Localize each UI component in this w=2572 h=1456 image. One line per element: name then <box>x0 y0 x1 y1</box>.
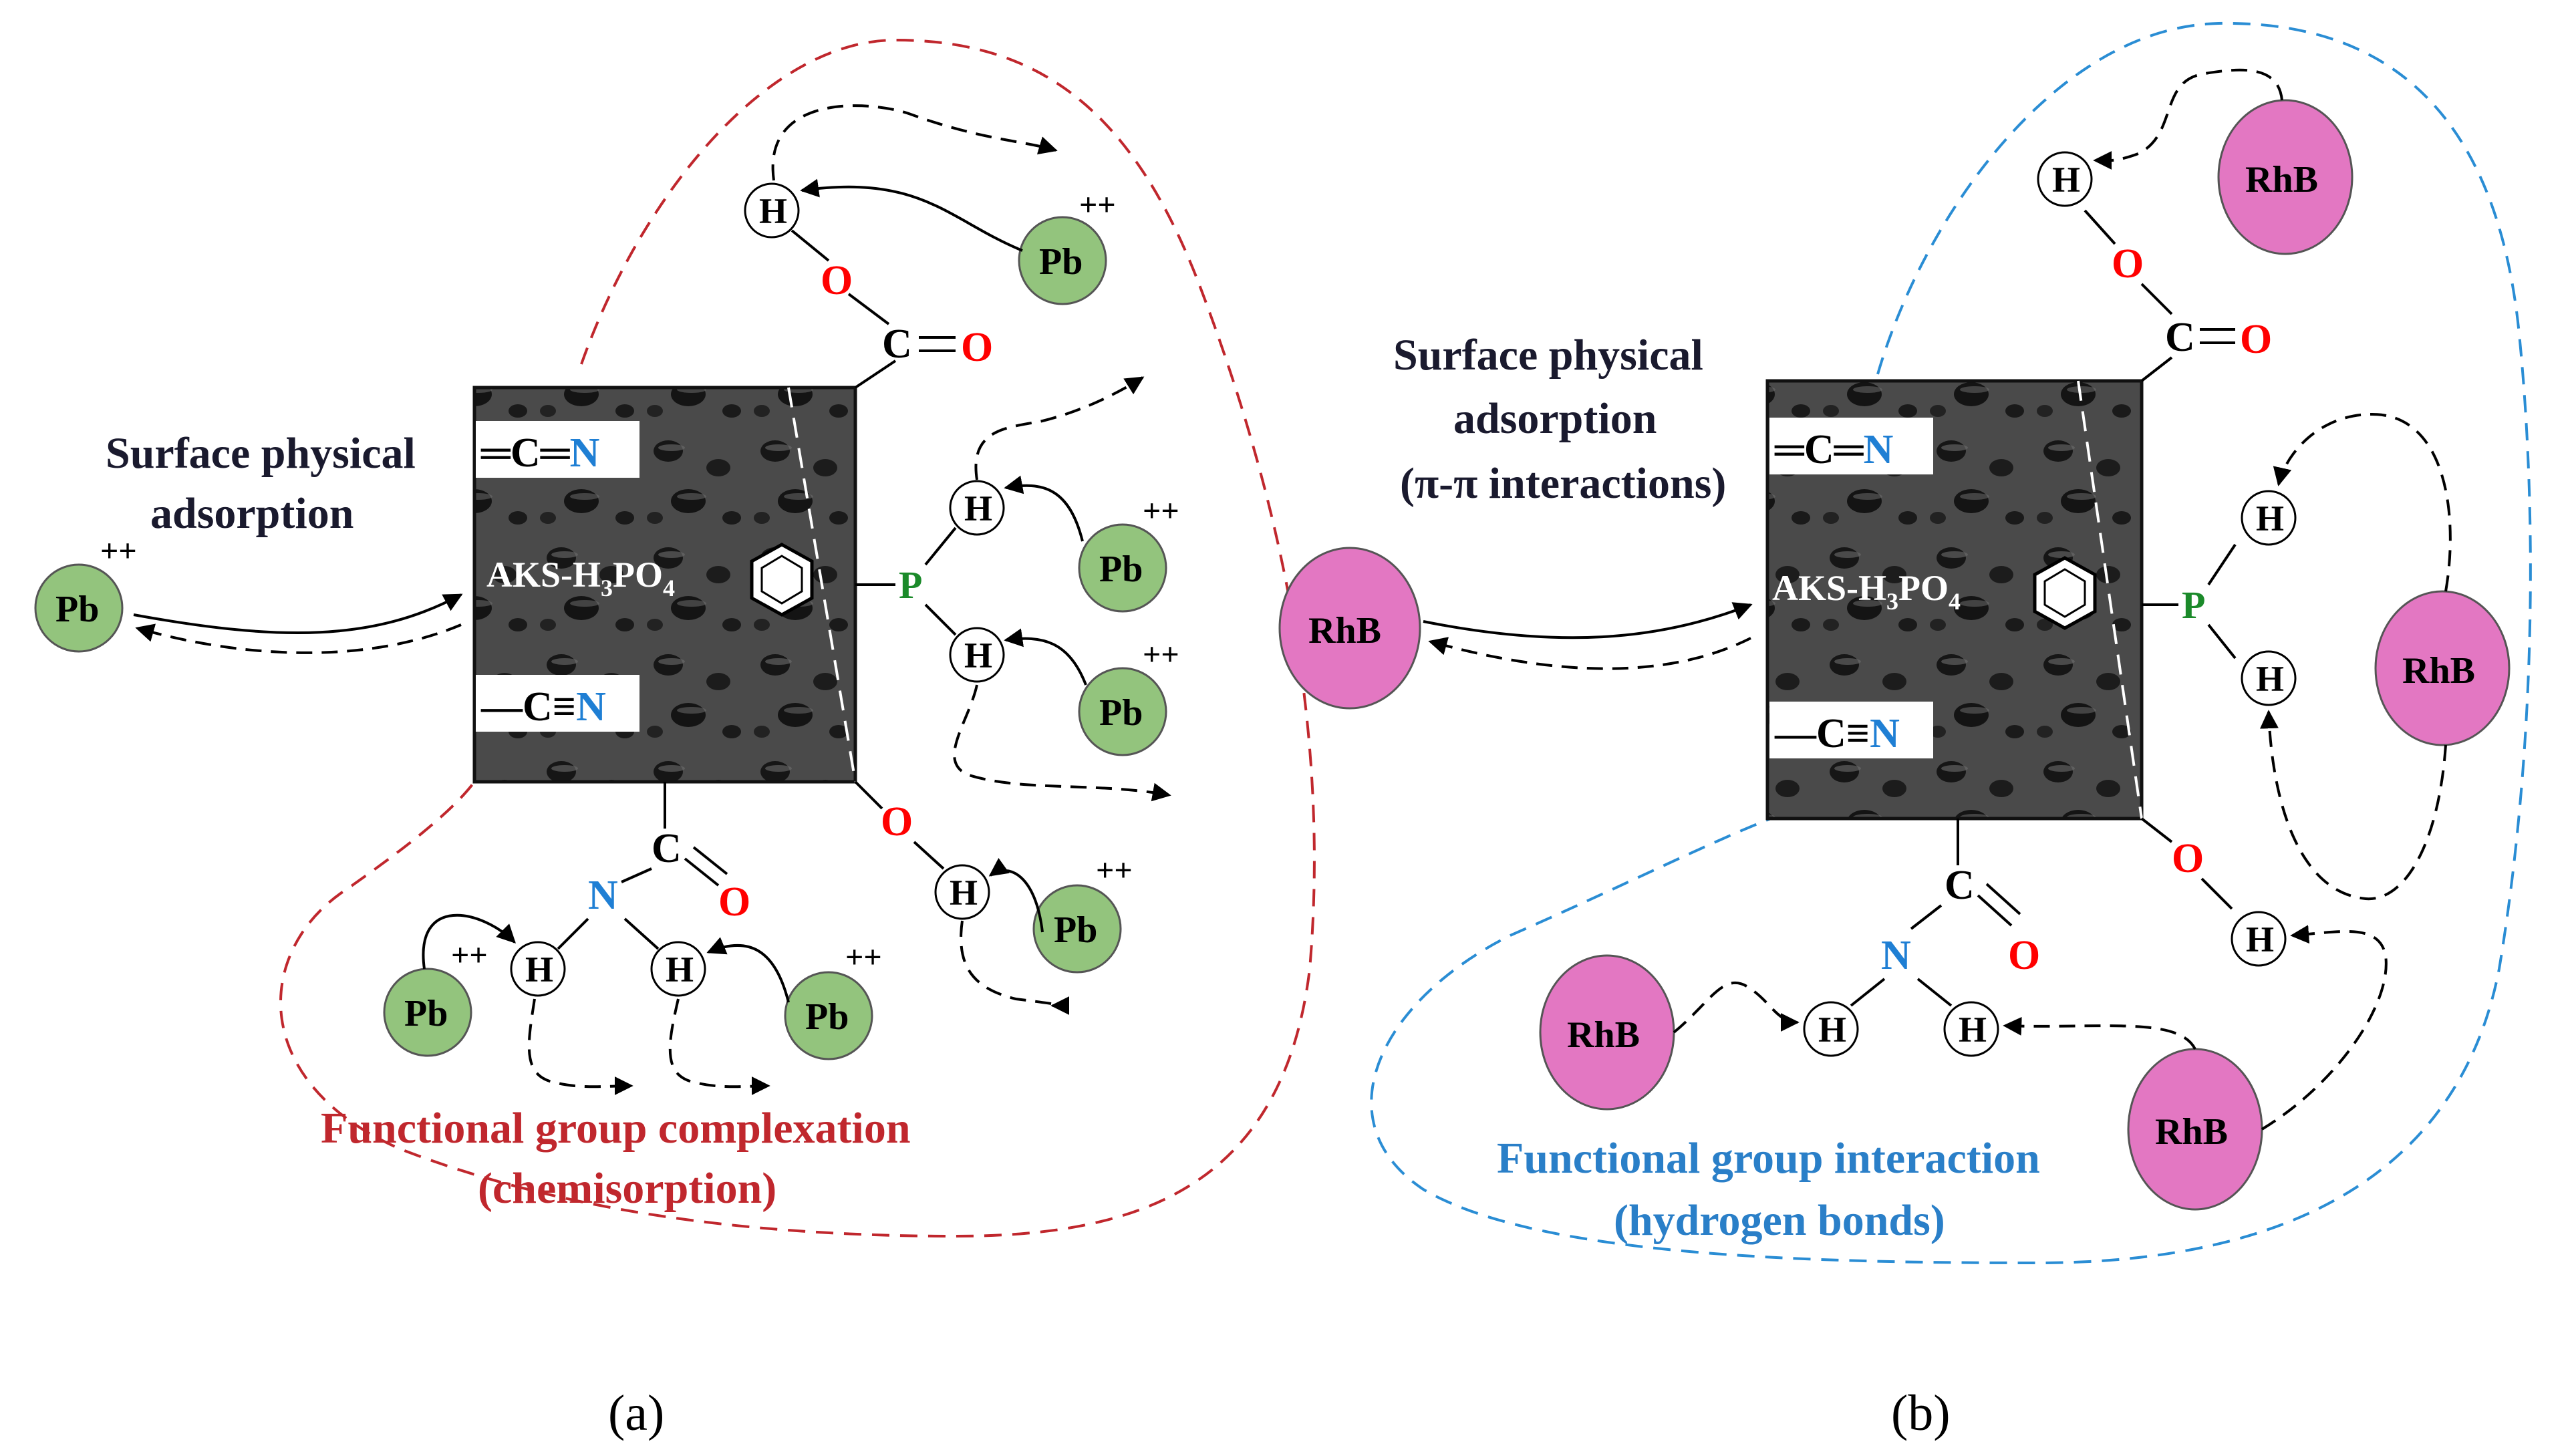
carboxyl-carbon-b: C <box>2165 315 2195 360</box>
rhb-molecule: RhB <box>2217 99 2353 255</box>
oxygen-atom-b: O <box>2172 836 2204 881</box>
svg-text:++: ++ <box>1143 637 1179 672</box>
amide-oxygen-a: O <box>718 879 750 925</box>
functional-label-b-line2: (hydrogen bonds) <box>1614 1196 1945 1245</box>
material-label-b: AKS-H3PO4 <box>1772 568 1961 615</box>
pb-ion: Pb ++ <box>1078 493 1179 613</box>
benzene-ring-a <box>750 543 814 617</box>
rhb-molecule: RhB <box>2127 1048 2263 1211</box>
functional-label-b-line1: Functional group interaction <box>1497 1134 2040 1183</box>
hydrogen-atom: H <box>2052 160 2080 200</box>
physical-label-b-line2: adsorption <box>1453 394 1657 443</box>
svg-text:Pb: Pb <box>55 589 99 630</box>
functional-label-a-line2: (chemisorption) <box>478 1164 776 1213</box>
oxygen-atom-a: O <box>881 799 913 845</box>
physical-label-a-line1: Surface physical <box>106 429 416 478</box>
caption-a: (a) <box>608 1385 664 1441</box>
hydrogen-atom: H <box>1818 1010 1846 1050</box>
hydrogen-atom: H <box>964 635 992 676</box>
imine-group-a: ═C═N <box>480 430 599 476</box>
phosphorus-atom-b: P <box>2182 583 2205 627</box>
amide-carbon-a: C <box>652 826 682 871</box>
hydrogen-atom: H <box>759 191 787 231</box>
panel-a: ═C═N —C≡N AKS-H3PO4 C O O H P H H O <box>34 38 1316 1441</box>
svg-text:RhB: RhB <box>2155 1111 2228 1153</box>
imine-group-b: ═C═N <box>1774 427 1893 472</box>
amide-carbon-b: C <box>1945 863 1975 908</box>
panel-a-boundary <box>279 38 1316 1238</box>
svg-text:++: ++ <box>451 937 488 973</box>
functional-label-a-line1: Functional group complexation <box>321 1104 911 1153</box>
amide-nitrogen-a: N <box>588 873 618 918</box>
amide-nitrogen-b: N <box>1881 933 1911 978</box>
svg-text:Pb: Pb <box>1039 241 1083 283</box>
hydrogen-atom: H <box>950 873 978 913</box>
pb-ion: Pb ++ <box>1078 637 1179 756</box>
physical-label-a-line2: adsorption <box>150 489 353 538</box>
svg-text:++: ++ <box>1143 493 1179 529</box>
hydroxyl-oxygen-a: O <box>821 258 853 303</box>
svg-text:++: ++ <box>845 939 882 975</box>
svg-text:Pb: Pb <box>1099 549 1143 590</box>
carboxyl-carbon-a: C <box>882 321 912 367</box>
hydrogen-atom: H <box>2256 659 2284 699</box>
hydrogen-atom: H <box>2246 919 2274 960</box>
pb-ion: Pb ++ <box>784 939 882 1060</box>
nitrile-group-b: —C≡N <box>1774 711 1900 756</box>
rhb-molecule-left: RhB <box>1278 547 1421 710</box>
pb-ion: Pb ++ <box>1018 187 1116 305</box>
caption-b: (b) <box>1891 1385 1951 1441</box>
physical-label-b-line1: Surface physical <box>1393 331 1703 380</box>
rhb-molecule: RhB <box>1539 954 1675 1111</box>
svg-text:++: ++ <box>1096 853 1133 888</box>
benzene-ring-b <box>2033 556 2097 630</box>
pb-ion: Pb ++ <box>1032 853 1133 974</box>
svg-text:Pb: Pb <box>404 993 448 1034</box>
svg-text:Pb: Pb <box>1054 909 1097 951</box>
nitrile-group-a: —C≡N <box>480 684 606 730</box>
svg-text:++: ++ <box>1079 187 1116 223</box>
svg-text:Pb: Pb <box>1099 692 1143 734</box>
panel-b: ═C═N —C≡N AKS-H3PO4 C O O H P H H O H <box>1278 21 2532 1441</box>
svg-text:Pb: Pb <box>805 996 849 1038</box>
carbonyl-oxygen-b: O <box>2240 317 2272 362</box>
physical-label-b-line3: (π-π interactions) <box>1400 459 1726 508</box>
svg-text:RhB: RhB <box>1567 1014 1640 1056</box>
svg-text:RhB: RhB <box>2402 650 2475 692</box>
phosphorus-atom-a: P <box>899 563 922 607</box>
carbonyl-oxygen-a: O <box>961 325 993 370</box>
amide-oxygen-b: O <box>2008 933 2040 978</box>
svg-text:RhB: RhB <box>2245 159 2318 200</box>
hydrogen-atom: H <box>964 488 992 529</box>
hydrogen-atom: H <box>525 950 553 990</box>
hydroxyl-oxygen-b: O <box>2112 241 2144 287</box>
pb-ion-left: Pb ++ <box>34 533 137 653</box>
svg-text:RhB: RhB <box>1308 610 1381 651</box>
hydrogen-atom: H <box>666 950 694 990</box>
hydrogen-atom: H <box>2256 498 2284 539</box>
svg-text:++: ++ <box>100 533 137 569</box>
pb-ion: Pb ++ <box>383 937 488 1057</box>
material-label-a: AKS-H3PO4 <box>486 555 675 601</box>
rhb-molecule: RhB <box>2374 590 2511 746</box>
hydrogen-atom: H <box>1959 1010 1987 1050</box>
